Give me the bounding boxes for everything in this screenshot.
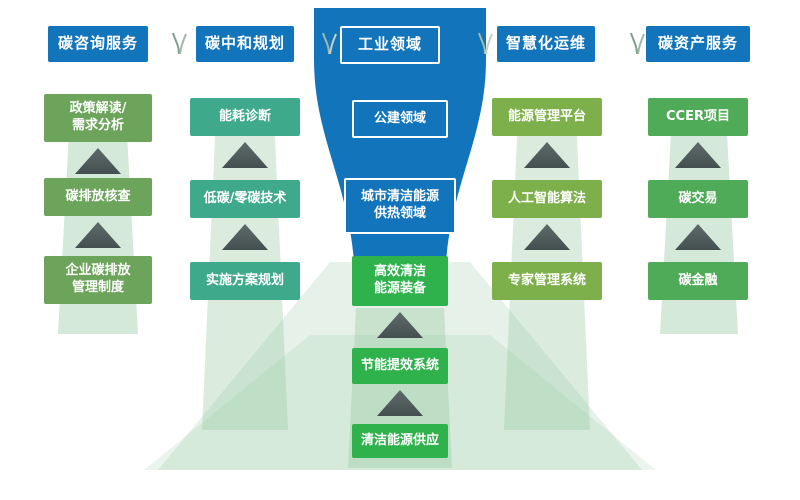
leaf-icon (476, 30, 494, 56)
node-clean-energy-supply: 清洁能源供应 (352, 424, 448, 458)
leaf-icon (170, 30, 188, 56)
sector-urban-clean-heating: 城市清洁能源 供热领域 (344, 178, 456, 234)
column-header-carbon-asset-services: 碳资产服务 (646, 26, 750, 62)
node-expert-management-system: 专家管理系统 (492, 262, 602, 300)
node-emission-verification: 碳排放核查 (44, 178, 152, 216)
node-policy-analysis: 政策解读/ 需求分析 (44, 94, 152, 142)
node-ai-algorithm: 人工智能算法 (492, 180, 602, 218)
node-ccer-project: CCER项目 (648, 98, 748, 136)
node-energy-diagnosis: 能耗诊断 (190, 98, 300, 136)
leaf-icon (628, 30, 646, 56)
node-carbon-trading: 碳交易 (648, 180, 748, 218)
column-header-smart-operations: 智慧化运维 (497, 26, 595, 62)
sector-public-buildings: 公建领域 (352, 100, 448, 138)
node-energy-management-platform: 能源管理平台 (492, 98, 602, 136)
node-clean-energy-equipment: 高效清洁 能源装备 (352, 256, 448, 306)
column-header-carbon-consulting: 碳咨询服务 (48, 26, 148, 62)
node-carbon-finance: 碳金融 (648, 262, 748, 300)
column-header-industrial-sector: 工业领域 (340, 26, 440, 64)
node-efficiency-system: 节能提效系统 (352, 348, 448, 384)
column-header-carbon-neutral-planning: 碳中和规划 (196, 26, 294, 62)
node-low-carbon-technology: 低碳/零碳技术 (190, 180, 300, 218)
node-implementation-plan: 实施方案规划 (190, 262, 300, 300)
node-enterprise-emission-management: 企业碳排放 管理制度 (44, 256, 152, 304)
leaf-icon (320, 30, 338, 56)
